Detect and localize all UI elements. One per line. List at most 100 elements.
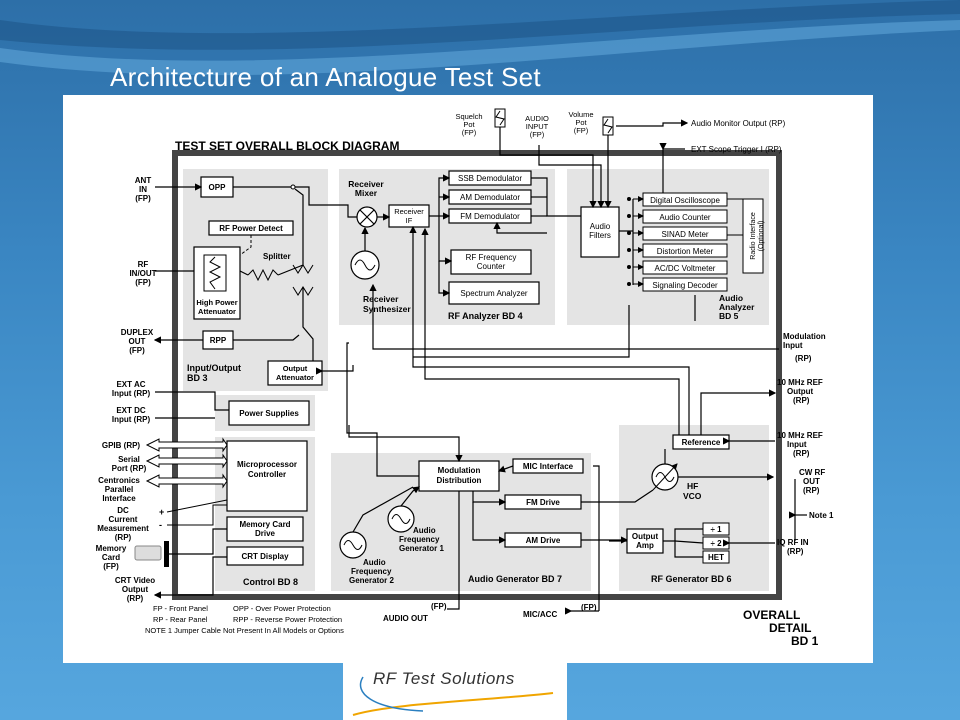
rpp-label: RPP — [210, 336, 227, 345]
note1-label: Note 1 — [809, 511, 834, 520]
legend-fp: FP - Front Panel — [153, 604, 208, 613]
audio-monitor-output-label: Audio Monitor Output (RP) — [691, 119, 786, 128]
acdc-voltmeter-label: AC/DC Voltmeter — [655, 264, 716, 273]
wire-hpa-splitter — [239, 270, 249, 276]
audio-out-label: (FP)AUDIO OUT — [383, 602, 447, 623]
svg-text:+: + — [159, 507, 164, 517]
radio-interface-box — [742, 198, 764, 274]
digital-oscilloscope-label: Digital Oscilloscope — [650, 196, 720, 205]
rf-analyzer-label: RF Analyzer BD 4 — [448, 311, 523, 321]
fm-drive-label: FM Drive — [526, 498, 560, 507]
power-supplies-box — [228, 400, 310, 426]
diagram-heading: TEST SET OVERALL BLOCK DIAGRAM — [175, 139, 399, 153]
legend-rp: RP - Rear Panel — [153, 615, 208, 624]
memory-card-icon — [134, 545, 162, 561]
ssb-demod-label: SSB Demodulator — [458, 174, 522, 183]
block-diagram: TEST SET OVERALL BLOCK DIAGRAM Input/Out… — [63, 95, 873, 663]
div1-label: ÷ 1 — [710, 525, 722, 534]
switch-node-icon — [290, 184, 296, 190]
wire-splitter-down — [302, 287, 314, 361]
opp-label: OPP — [209, 183, 227, 192]
splitter-label: Splitter — [263, 252, 291, 261]
attenuator-resistor-icon — [203, 254, 227, 292]
iq-rf-in-label: IQ RF IN(RP) — [777, 538, 809, 556]
logo-swoosh-icon — [352, 692, 554, 716]
mic-acc-label: MIC/ACC(FP) — [523, 603, 597, 619]
microprocessor-box — [226, 440, 308, 512]
audio-counter-label: Audio Counter — [659, 213, 710, 222]
gpib-label: GPIB (RP) — [102, 441, 141, 450]
legend-opp: OPP - Over Power Protection — [233, 604, 331, 613]
rf-generator-label: RF Generator BD 6 — [651, 574, 732, 584]
rf-power-detect-label: RF Power Detect — [219, 224, 283, 233]
crt-display-box — [226, 546, 304, 566]
slide-title: Architecture of an Analogue Test Set — [110, 62, 541, 92]
reference-label: Reference — [682, 438, 721, 447]
div2-label: ÷ 2 — [710, 539, 722, 548]
am-drive-label: AM Drive — [526, 536, 561, 545]
am-demod-label: AM Demodulator — [460, 193, 520, 202]
rf-freq-counter-box — [450, 249, 532, 275]
distortion-meter-label: Distortion Meter — [657, 247, 714, 256]
wire-rpd-sense — [239, 235, 252, 256]
wire-switch-mixer — [295, 186, 359, 218]
wire-splitter-up — [277, 188, 304, 276]
attenuator-zigzag-icon — [208, 256, 222, 290]
rf-generator-board — [619, 425, 769, 591]
ext-scope-trigger-label: EXT Scope Trigger I (RP) — [691, 145, 782, 154]
control-board-label: Control BD 8 — [243, 577, 298, 587]
logo-text: RF Test Solutions — [373, 669, 515, 688]
splitter-resistor-icon — [247, 268, 279, 282]
company-logo: RF Test Solutions — [343, 663, 567, 720]
legend-note1: NOTE 1 Jumper Cable Not Present In All M… — [145, 626, 344, 635]
signaling-decoder-label: Signaling Decoder — [652, 281, 718, 290]
sinad-meter-label: SINAD Meter — [661, 230, 708, 239]
radio-interface-label: Radio Interface(Optional) — [750, 212, 765, 260]
fm-demod-label: FM Demodulator — [460, 212, 520, 221]
svg-text:-: - — [159, 520, 162, 530]
output-attenuator-box — [267, 360, 323, 386]
power-supplies-label: Power Supplies — [239, 409, 299, 418]
crt-display-label: CRT Display — [241, 552, 289, 561]
het-label: HET — [708, 553, 724, 562]
legend-rpp: RPP - Reverse Power Protection — [233, 615, 342, 624]
spectrum-analyzer-label: Spectrum Analyzer — [460, 289, 527, 298]
audio-generator-label: Audio Generator BD 7 — [468, 574, 562, 584]
wire-switch-rpp — [233, 334, 300, 341]
mic-interface-label: MIC Interface — [523, 462, 574, 471]
